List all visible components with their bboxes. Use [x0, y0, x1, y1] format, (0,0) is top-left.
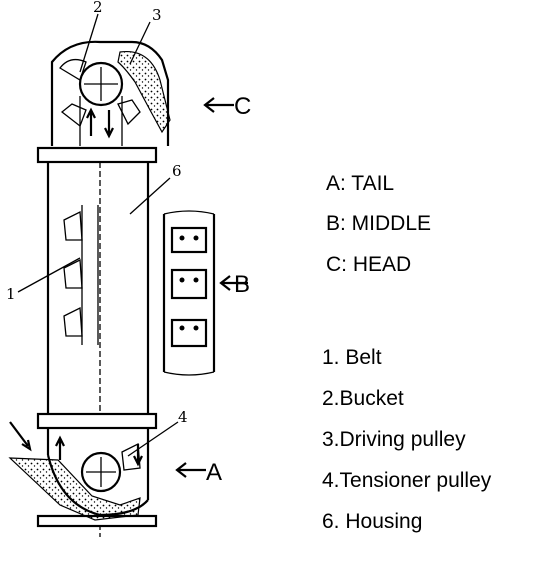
callout-1: 1	[6, 285, 16, 303]
callout-4: 4	[178, 408, 188, 426]
middle-detail	[162, 210, 216, 376]
down-arrow-icon	[133, 444, 143, 467]
housing	[46, 162, 150, 414]
part-legend-bucket: 2.Bucket	[322, 387, 404, 410]
callout-2: 2	[93, 0, 103, 16]
part-legend-driving-pulley: 3.Driving pulley	[322, 428, 466, 451]
section-legend-a: A: TAIL	[326, 172, 395, 195]
part-legend-tensioner-pulley: 4.Tensioner pulley	[322, 469, 492, 492]
head-section	[50, 40, 171, 146]
arrow-c: C	[203, 93, 251, 120]
feed-arrow-icon	[9, 421, 32, 452]
down-arrow-icon	[104, 110, 114, 139]
part-legend-housing: 6. Housing	[322, 510, 423, 533]
section-legend-c: C: HEAD	[326, 253, 412, 276]
section-legend-b: B: MIDDLE	[326, 212, 432, 235]
up-arrow-icon	[86, 107, 96, 136]
driving-pulley	[78, 61, 124, 107]
part-legend-belt: 1. Belt	[322, 346, 382, 369]
callout-6: 6	[172, 162, 182, 180]
top-flange	[36, 146, 158, 164]
bottom-flange	[36, 412, 158, 430]
base-flange	[36, 514, 158, 528]
side-label-b: B	[234, 271, 250, 298]
up-arrow-icon	[55, 435, 65, 460]
side-label-c: C	[234, 93, 251, 120]
arrow-a: A	[175, 459, 222, 486]
tail-section	[8, 421, 150, 521]
arrow-b: B	[219, 271, 250, 298]
callout-3: 3	[152, 6, 162, 24]
side-label-a: A	[206, 459, 222, 486]
tensioner-pulley	[80, 451, 122, 493]
